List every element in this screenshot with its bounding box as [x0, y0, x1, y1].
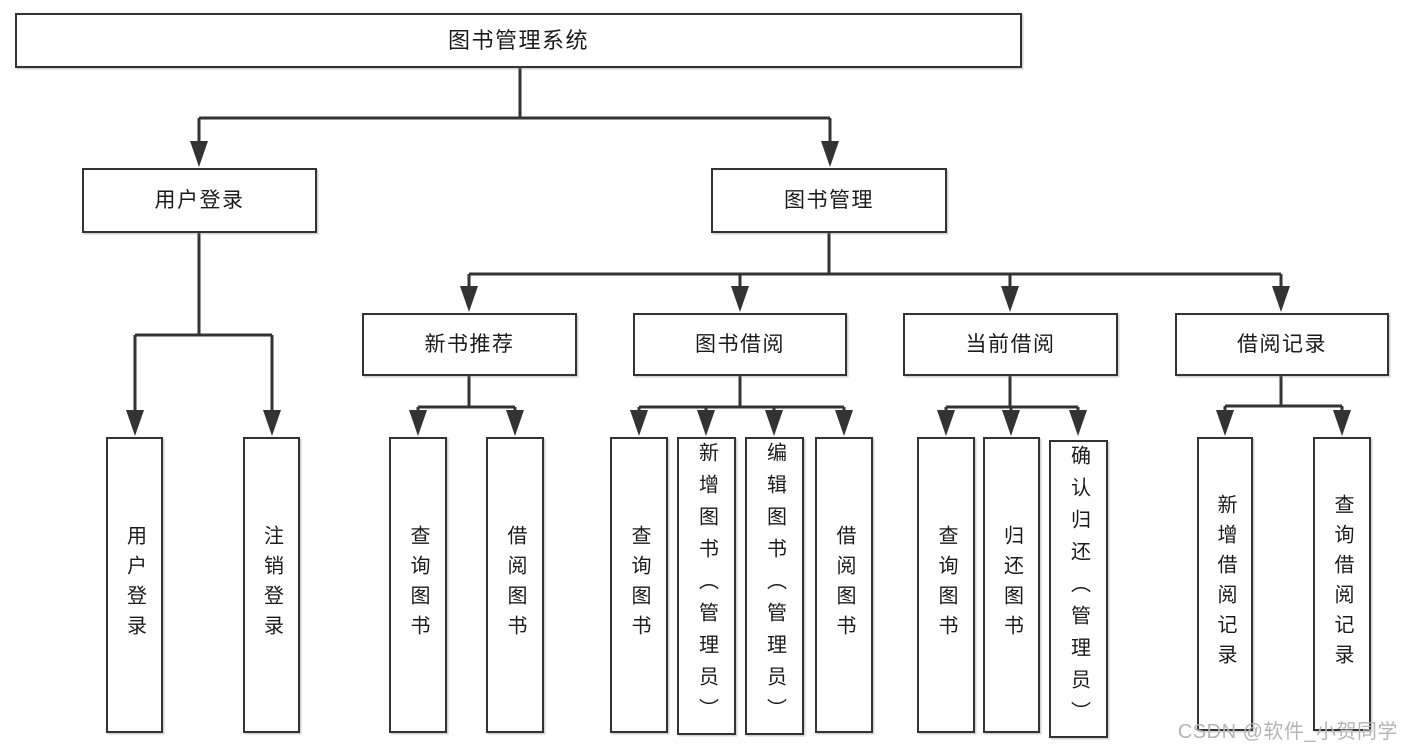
- leaf-bb-add-books-admin: 新增图书（管理员）: [677, 437, 736, 735]
- leaf-nbr-query-books-label: 查询图书: [407, 525, 429, 645]
- leaf-bb-query-books: 查询图书: [610, 437, 668, 733]
- leaf-cb-confirm-return-admin-label: 确认归还（管理员）: [1067, 445, 1090, 733]
- node-user-login-branch: 用户登录: [82, 168, 317, 233]
- node-borrow-records: 借阅记录: [1175, 313, 1389, 376]
- connector-stems: [133, 67, 1344, 414]
- leaf-bb-query-books-label: 查询图书: [628, 525, 650, 645]
- leaf-cb-return-books-label: 归还图书: [1000, 525, 1023, 645]
- leaf-bb-edit-books-admin: 编辑图书（管理员）: [745, 437, 804, 735]
- arrowheads: [126, 141, 1351, 436]
- node-current-borrow: 当前借阅: [903, 313, 1118, 376]
- node-new-book-rec-label: 新书推荐: [424, 333, 515, 356]
- node-borrow-records-label: 借阅记录: [1237, 333, 1327, 356]
- leaf-bb-edit-books-admin-label: 编辑图书（管理员）: [763, 442, 786, 730]
- leaf-nbr-borrow-books-label: 借阅图书: [504, 525, 526, 645]
- leaf-nbr-query-books: 查询图书: [389, 437, 447, 733]
- leaf-nbr-borrow-books: 借阅图书: [486, 437, 544, 733]
- leaf-cb-query-books-label: 查询图书: [935, 525, 957, 645]
- leaf-br-query-record-label: 查询借阅记录: [1331, 494, 1353, 674]
- leaf-bb-add-books-admin-label: 新增图书（管理员）: [695, 442, 718, 730]
- node-book-borrow-label: 图书借阅: [695, 333, 785, 356]
- node-book-mgmt-branch: 图书管理: [711, 168, 947, 233]
- node-new-book-rec: 新书推荐: [362, 313, 577, 376]
- node-book-mgmt-branch-label: 图书管理: [784, 189, 874, 212]
- node-root-label: 图书管理系统: [447, 27, 589, 53]
- csdn-watermark: CSDN @软件_小贺同学: [1177, 721, 1398, 743]
- leaf-bb-borrow-books-label: 借阅图书: [833, 525, 855, 645]
- leaf-bb-borrow-books: 借阅图书: [815, 437, 873, 733]
- leaf-br-add-record: 新增借阅记录: [1197, 437, 1253, 731]
- node-book-borrow: 图书借阅: [633, 313, 847, 376]
- leaf-br-add-record-label: 新增借阅记录: [1214, 494, 1236, 674]
- leaf-br-query-record: 查询借阅记录: [1313, 437, 1371, 731]
- leaf-user-login-label: 用户登录: [123, 525, 146, 645]
- leaf-logout-label: 注销登录: [260, 525, 283, 645]
- leaf-logout: 注销登录: [243, 437, 300, 733]
- leaf-cb-confirm-return-admin: 确认归还（管理员）: [1049, 440, 1108, 738]
- node-root: 图书管理系统: [15, 13, 1022, 68]
- leaf-user-login: 用户登录: [106, 437, 163, 733]
- node-user-login-branch-label: 用户登录: [154, 189, 245, 212]
- leaf-cb-return-books: 归还图书: [983, 437, 1040, 733]
- leaf-cb-query-books: 查询图书: [917, 437, 975, 733]
- node-current-borrow-label: 当前借阅: [965, 333, 1056, 356]
